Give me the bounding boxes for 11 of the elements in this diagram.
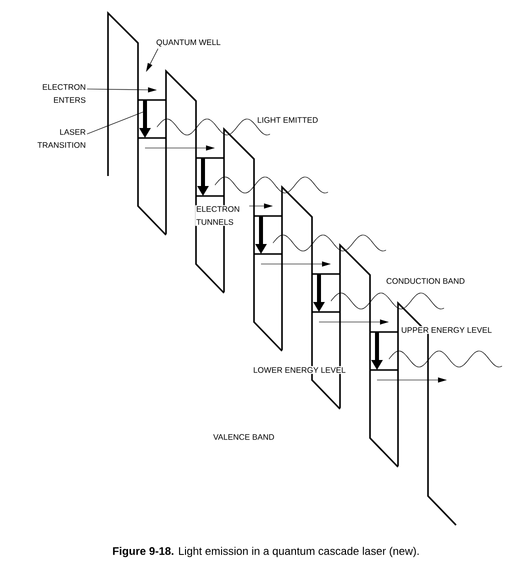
band-label: VALENCE BAND — [213, 434, 274, 440]
band-label: LOWER ENERGY LEVEL — [252, 366, 347, 374]
band-label: LIGHT EMITTED — [256, 116, 320, 124]
callout-label: ELECTRON ENTERS — [42, 84, 86, 103]
callout-label: QUANTUM WELL — [156, 39, 220, 47]
caption: Figure 9-18. Light emission in a quantum cascade laser (new). — [113, 546, 419, 558]
leader-line — [86, 112, 144, 134]
band-label: UPPER ENERGY LEVEL — [400, 326, 493, 334]
band-label: CONDUCTION BAND — [386, 278, 464, 284]
callout-label: LASER TRANSITION — [38, 129, 86, 148]
band-label: ELECTRON TUNNELS — [195, 205, 250, 226]
